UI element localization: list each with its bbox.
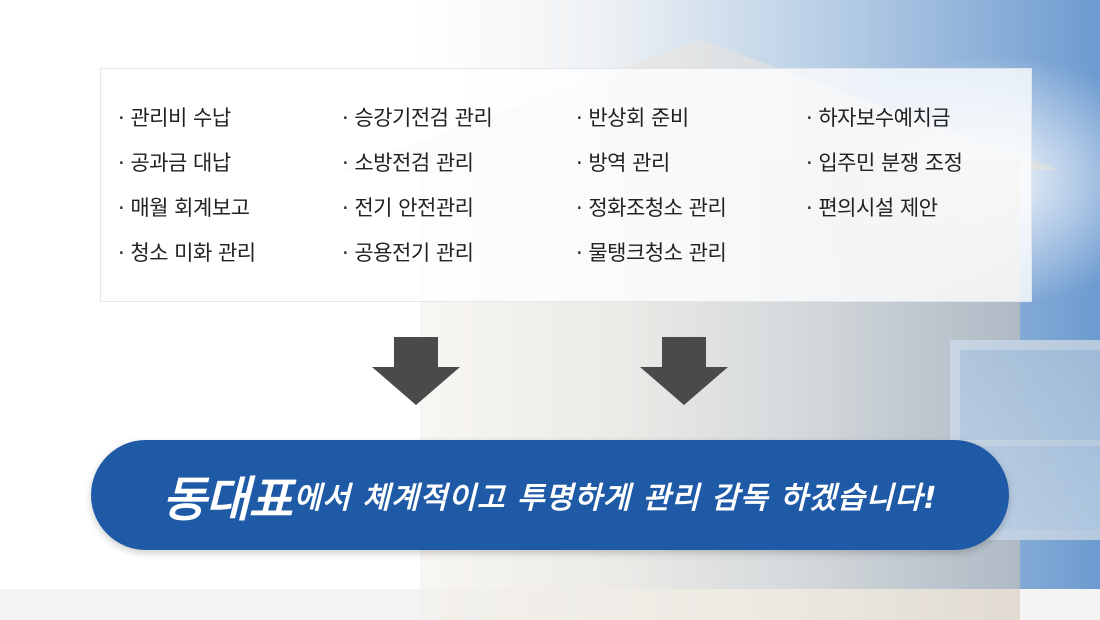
- down-arrow-icon: [640, 337, 728, 405]
- service-item: 정화조청소 관리: [576, 192, 726, 237]
- service-item: 승강기전검 관리: [342, 102, 492, 147]
- service-column-4: 하자보수예치금 입주민 분쟁 조정 편의시설 제안: [806, 102, 963, 237]
- service-item: 방역 관리: [576, 147, 726, 192]
- service-column-2: 승강기전검 관리 소방전검 관리 전기 안전관리 공용전기 관리: [342, 102, 492, 282]
- service-item: 반상회 준비: [576, 102, 726, 147]
- service-item: 물탱크청소 관리: [576, 237, 726, 282]
- banner-text: 에서 체계적이고 투명하게 관리 감독 하겠습니다!: [293, 481, 938, 516]
- service-item: 공과금 대납: [118, 147, 256, 192]
- service-column-1: 관리비 수납 공과금 대납 매월 회계보고 청소 미화 관리: [118, 102, 256, 282]
- service-item: 전기 안전관리: [342, 192, 492, 237]
- service-item: 입주민 분쟁 조정: [806, 147, 963, 192]
- service-item: 공용전기 관리: [342, 237, 492, 282]
- service-item: 편의시설 제안: [806, 192, 962, 237]
- banner-brand: 동대표: [162, 472, 292, 528]
- service-item: 하자보수예치금: [806, 102, 962, 147]
- slogan-banner: 동대표 에서 체계적이고 투명하게 관리 감독 하겠습니다!: [91, 440, 1009, 550]
- service-item: 소방전검 관리: [342, 147, 492, 192]
- service-column-3: 반상회 준비 방역 관리 정화조청소 관리 물탱크청소 관리: [576, 102, 726, 282]
- down-arrow-icon: [372, 337, 460, 405]
- service-item: 청소 미화 관리: [118, 237, 256, 282]
- service-item: 관리비 수납: [118, 102, 256, 147]
- service-item: 매월 회계보고: [118, 192, 256, 237]
